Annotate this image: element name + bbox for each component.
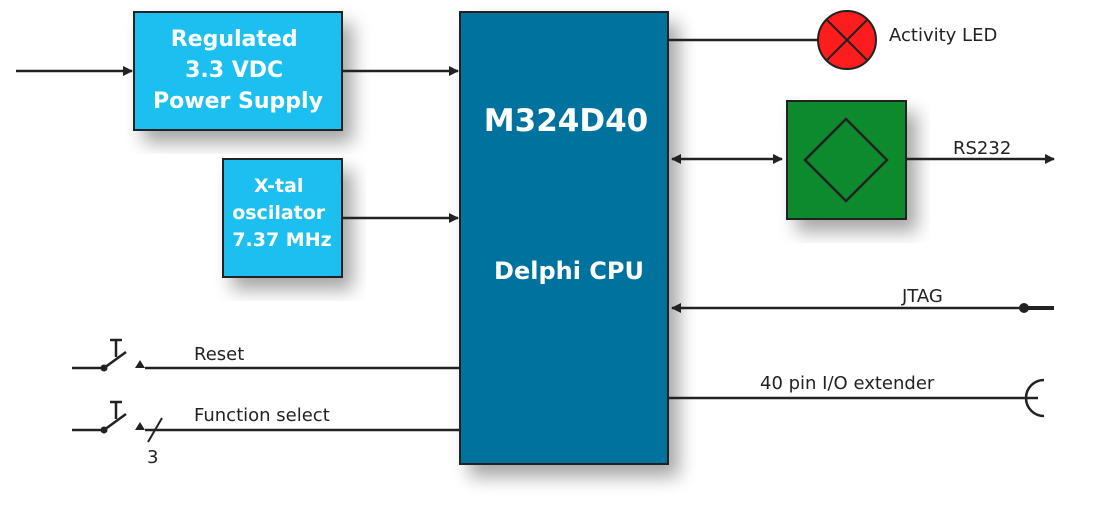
oscillator-box <box>222 158 343 278</box>
cpu-name: M324D40 <box>484 103 648 139</box>
bus-slash <box>147 417 163 443</box>
jtag-label: JTAG <box>901 286 943 307</box>
power-supply-line1: Regulated <box>171 27 298 52</box>
io-connector-icon <box>1024 378 1045 418</box>
power-supply-line2: 3.3 VDC <box>185 58 283 83</box>
function-select-label: Function select <box>194 405 330 426</box>
reset-switch-icon <box>72 338 145 372</box>
io-extender-label: 40 pin I/O extender <box>760 373 935 394</box>
cpu-box <box>459 11 669 465</box>
power-supply-line3: Power Supply <box>153 89 323 114</box>
power-supply-box <box>133 11 343 131</box>
cpu-subtitle: Delphi CPU <box>494 257 644 285</box>
rs232-label: RS232 <box>953 138 1011 159</box>
oscillator-line3: 7.37 MHz <box>232 229 331 251</box>
activity-led-label: Activity LED <box>889 25 997 46</box>
function-select-switch-icon <box>72 400 145 434</box>
reset-label: Reset <box>194 344 244 365</box>
bus-count-label: 3 <box>147 447 158 468</box>
driver-diamond-icon <box>803 117 889 203</box>
svg-text:X-tal oscilator 7.37 M: X-tal oscilator 7.37 MHz <box>232 175 332 251</box>
activity-led-icon <box>817 10 877 70</box>
oscillator-line2: oscilator <box>232 202 326 224</box>
oscillator-line1: X-tal <box>254 175 303 197</box>
svg-text:Regulated 3.3 VDC Powe: Regulated 3.3 VDC Power Supply <box>153 27 323 114</box>
